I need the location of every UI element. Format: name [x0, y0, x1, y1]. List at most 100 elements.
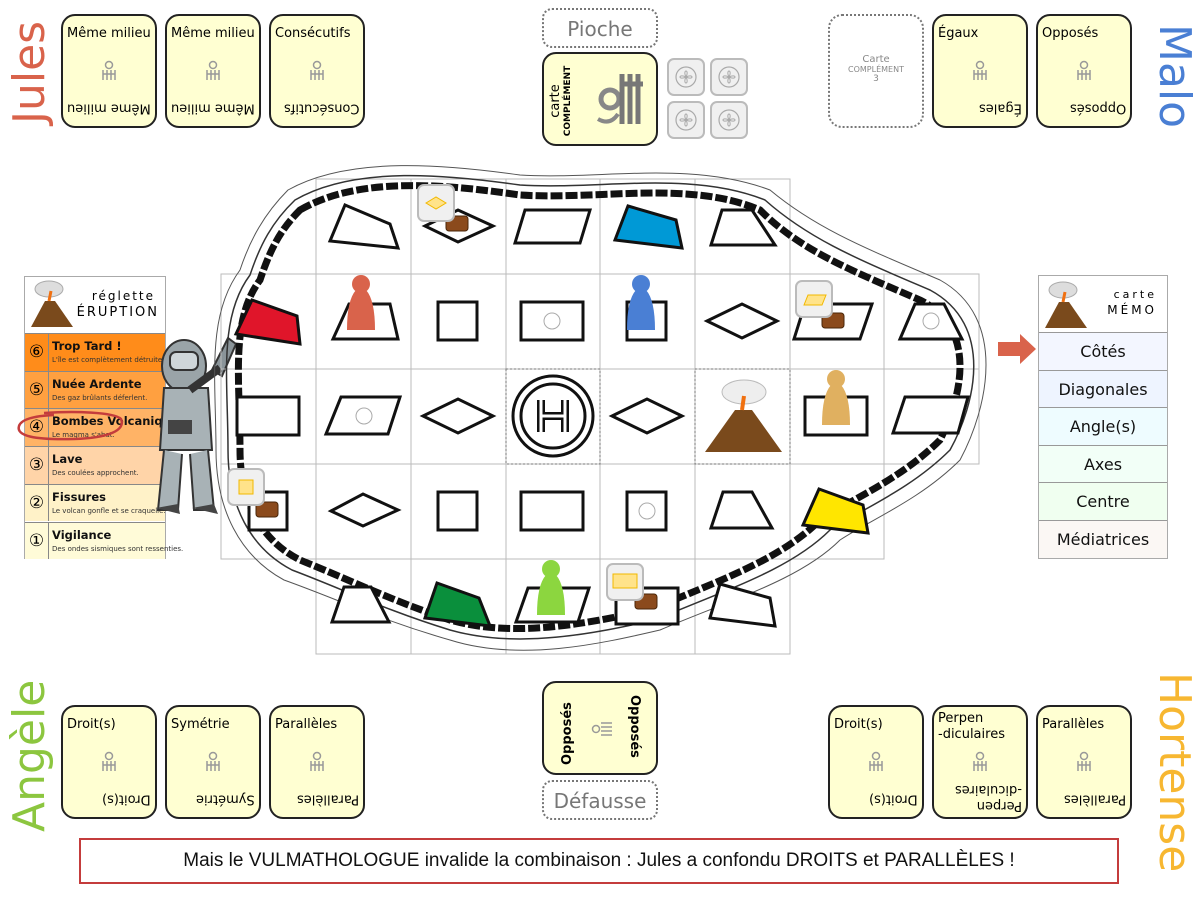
hand-card[interactable]: Perpen -diculaires Perpen -diculaires — [932, 705, 1028, 819]
rhombus-tile — [421, 208, 497, 244]
memo-item[interactable]: Centre — [1039, 482, 1167, 520]
parallelogram-tile — [512, 208, 593, 245]
parallelogram-tile — [323, 395, 403, 436]
hand-card[interactable]: Même milieu Même milieu — [61, 14, 157, 128]
level-description: Le volcan gonfle et se craquelle. — [52, 506, 166, 515]
slot-line1: Carte — [862, 54, 890, 65]
vulmath-logo-icon — [102, 751, 116, 771]
card-top-label: Perpen -diculaires — [938, 711, 1005, 742]
volcano-tile — [694, 368, 791, 465]
pawns — [347, 275, 850, 615]
propeller-icon — [675, 109, 697, 131]
trapezoid-tile — [329, 585, 392, 624]
pawn-angèle[interactable] — [537, 560, 565, 615]
discard-pile-card[interactable]: Opposés Opposés — [542, 681, 658, 775]
level-number: ③ — [25, 447, 49, 484]
complement-card-slot[interactable]: Carte COMPLÉMENT 3 — [828, 14, 924, 128]
propeller-icon — [718, 66, 740, 88]
vulmath-logo-icon — [206, 60, 220, 80]
draw-pile-card[interactable]: carte COMPLÉMENT — [542, 52, 658, 146]
board-grid — [220, 178, 980, 655]
card-bottom-label: Même milieu — [171, 101, 255, 116]
card-top-label: Parallèles — [1042, 717, 1105, 732]
trapezoid-tile — [708, 208, 778, 247]
discard-pile-label-box: Défausse — [542, 780, 658, 820]
vulmath-logo-icon — [310, 60, 324, 80]
parallelogram-tile — [513, 586, 592, 624]
level-number: ④ — [25, 409, 49, 446]
player-name-angele: Angèle — [4, 679, 55, 832]
vulmath-logo-icon — [869, 751, 883, 771]
level-name: Fissures — [52, 489, 106, 504]
hand-card[interactable]: Parallèles Parallèles — [1036, 705, 1132, 819]
draw-card-line2: COMPLÉMENT — [563, 65, 573, 137]
rhombus-tile — [327, 492, 402, 528]
card-top-label: Parallèles — [275, 717, 338, 732]
rectangle-tile — [519, 490, 585, 532]
memo-item[interactable]: Angle(s) — [1039, 407, 1167, 445]
treasure-chests — [255, 215, 845, 610]
memo-item[interactable]: Côtés — [1039, 332, 1167, 370]
arrow-right-icon — [998, 334, 1036, 364]
level-description: L'île est complètement détruite. — [52, 356, 165, 364]
memo-item[interactable]: Diagonales — [1039, 369, 1167, 408]
trapezoid-tile — [708, 490, 775, 530]
card-bottom-label: Opposés — [1069, 101, 1126, 116]
vulmath-logo-icon — [596, 74, 643, 124]
hand-card[interactable]: Opposés Opposés — [1036, 14, 1132, 128]
quadrilateral-tile — [708, 582, 777, 628]
slot-line2: COMPLÉMENT — [848, 65, 904, 74]
card-bottom-label: Symétrie — [196, 792, 255, 807]
propeller-token[interactable] — [667, 58, 705, 96]
pawn-malo[interactable] — [627, 275, 655, 330]
propeller-token[interactable] — [710, 58, 748, 96]
player-name-hortense: Hortense — [1149, 672, 1200, 873]
discard-pile-label: Défausse — [553, 789, 647, 813]
level-number: ⑥ — [25, 334, 49, 371]
hand-card[interactable]: Droit(s) Droit(s) — [828, 705, 924, 819]
propeller-token[interactable] — [667, 101, 705, 139]
card-bottom-label: Même milieu — [67, 101, 151, 116]
hand-card[interactable]: Symétrie Symétrie — [165, 705, 261, 819]
hand-card[interactable]: Parallèles Parallèles — [269, 705, 365, 819]
memo-item[interactable]: Axes — [1039, 444, 1167, 483]
vulmath-logo-icon — [310, 751, 324, 771]
pawn-hortense[interactable] — [822, 370, 850, 425]
pawn-jules[interactable] — [347, 275, 375, 330]
vulmath-logo-icon — [1077, 751, 1091, 771]
level-number: ② — [25, 484, 49, 522]
treasure-shape-tokens — [227, 184, 833, 601]
propeller-marks — [355, 312, 940, 520]
square-tile — [436, 490, 479, 532]
rectangle-tile — [519, 300, 585, 342]
hand-card[interactable]: Même milieu Même milieu — [165, 14, 261, 128]
hand-card[interactable]: Égaux Égales — [932, 14, 1028, 128]
highlight-circle-annotation — [17, 410, 124, 441]
propeller-token[interactable] — [710, 101, 748, 139]
level-description: Des coulées approchent. — [52, 469, 139, 478]
draw-card-text: carte COMPLÉMENT — [548, 62, 573, 140]
memo-item[interactable]: Médiatrices — [1039, 520, 1167, 558]
propeller-icon — [718, 109, 740, 131]
level-description: Le magma s'abat. — [52, 431, 115, 440]
card-bottom-label: Parallèles — [1063, 792, 1126, 807]
rhombus-tile — [608, 397, 686, 435]
hand-card[interactable]: Consécutifs Consécutifs — [269, 14, 365, 128]
slot-line3: 3 — [873, 74, 879, 84]
parallelogram-tile — [791, 302, 875, 341]
card-top-label: Égaux — [938, 26, 979, 41]
rectangle-tile — [803, 395, 869, 437]
draw-pile-label: Pioche — [567, 17, 633, 41]
volcano-icon — [1045, 281, 1087, 328]
hand-card[interactable]: Droit(s) Droit(s) — [61, 705, 157, 819]
card-top-label: Même milieu — [171, 26, 255, 41]
card-top-label: Opposés — [1042, 26, 1099, 41]
quadrilateral-tile-red — [233, 298, 302, 346]
quadrilateral-tile-green — [422, 581, 493, 628]
